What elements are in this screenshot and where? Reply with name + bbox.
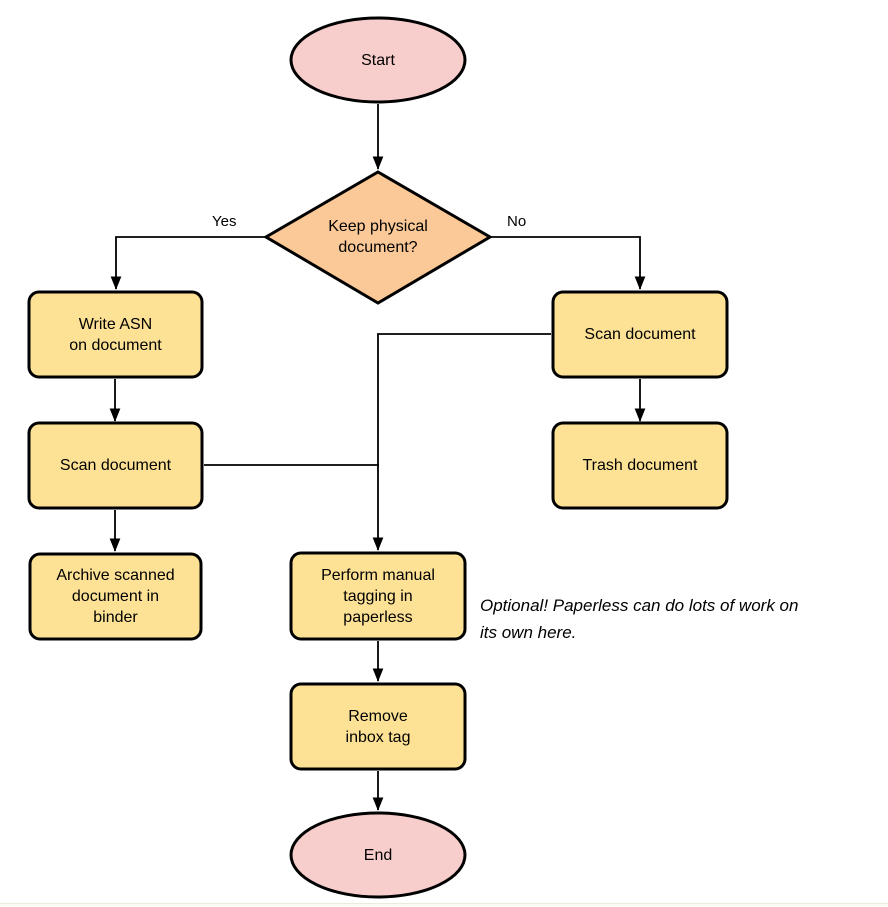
yes-edge-label: Yes [212,213,237,230]
optional-note-text: Optional! Paperless can do lots of work … [480,596,799,642]
trash-node-shape [551,421,729,510]
decision-node-label: Keep physical document? [328,218,428,256]
remove-inbox-node-shape [289,682,467,771]
edge-decision-no [491,236,646,290]
end-node-label: End [363,846,393,864]
archive-node-label: Archive scanned document in binder [56,567,175,626]
tagging-node-label: Perform manual tagging in paperless [321,566,435,626]
edge-scanright-tagging [372,333,551,551]
page-bottom-edge [0,903,888,907]
write-asn-node-shape [27,290,204,379]
scan-right-node-label: Scan document [584,326,696,343]
archive-node-shape [28,552,203,641]
scan-left-node-label: Scan document [59,457,172,474]
write-asn-node-label: Write ASN on document [69,315,162,354]
start-node-shape [289,16,467,104]
start-node-label: Start [361,51,395,69]
edge-decision-yes [110,236,265,290]
remove-inbox-node-label: Remove inbox tag [345,707,411,746]
scan-left-node-shape [27,421,204,510]
trash-node-label: Trash document [582,457,698,474]
end-node-shape [289,811,467,899]
no-edge-label: No [507,213,527,230]
decision-node-shape [263,170,493,305]
scan-right-node-shape [551,290,729,379]
tagging-node-shape [289,551,467,641]
